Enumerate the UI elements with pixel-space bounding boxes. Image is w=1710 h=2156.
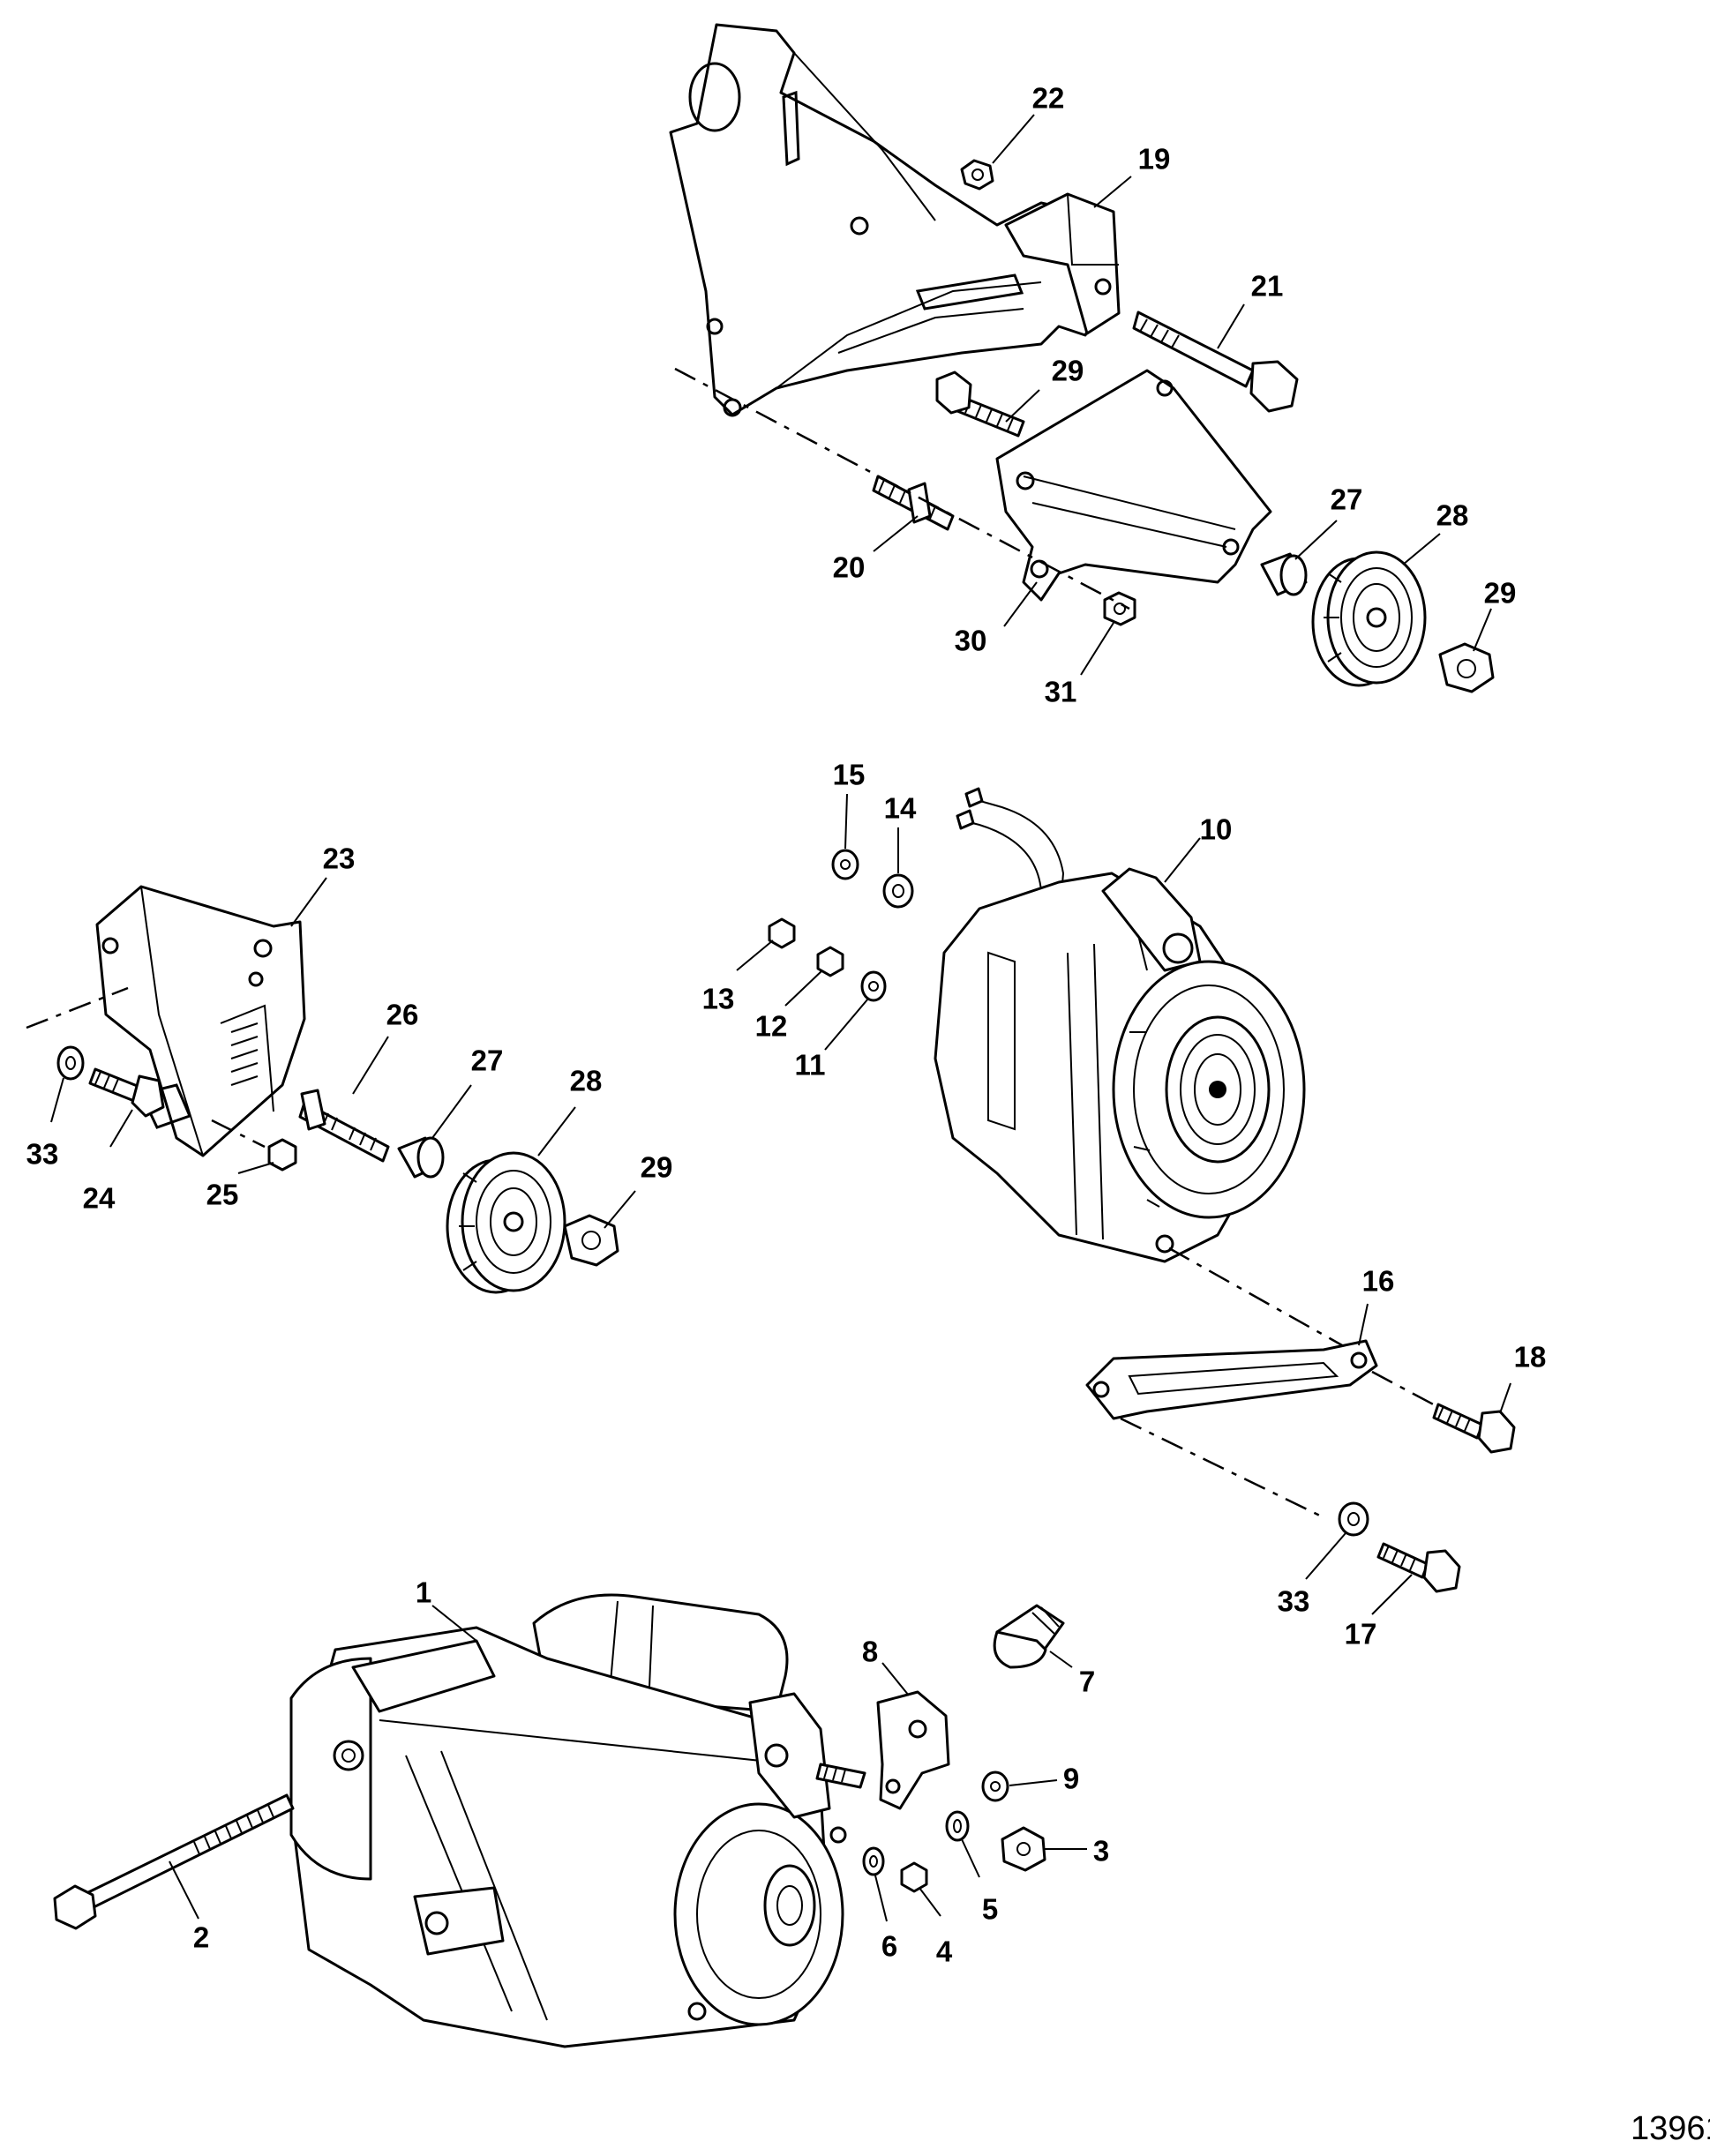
callout-26: 26 — [386, 998, 419, 1031]
spacer-27-upper — [1260, 552, 1308, 596]
bracket-23 — [95, 885, 306, 1157]
callout-4: 4 — [935, 1935, 953, 1968]
centerline-left-2 — [211, 1119, 266, 1149]
lock-washer-6 — [862, 1846, 885, 1876]
tensioner-bracket-30 — [995, 369, 1272, 602]
washer-9 — [981, 1770, 1009, 1802]
lock-washer-5 — [945, 1810, 970, 1842]
adjusting-strap-16 — [1085, 1339, 1378, 1420]
centerline-strap — [1371, 1370, 1439, 1409]
callout-5: 5 — [981, 1892, 999, 1926]
callout-12: 12 — [754, 1009, 788, 1043]
nut-4 — [900, 1861, 928, 1893]
callout-17: 17 — [1344, 1617, 1377, 1651]
callout-18: 18 — [1513, 1340, 1547, 1374]
callout-19: 19 — [1137, 142, 1171, 176]
callout-6: 6 — [881, 1929, 898, 1963]
bolt-32 — [935, 371, 1025, 438]
callout-21: 21 — [1250, 269, 1284, 303]
callout-7: 7 — [1078, 1665, 1096, 1698]
nut-12 — [816, 946, 844, 977]
nut-13 — [768, 917, 796, 949]
callout-23: 23 — [322, 842, 356, 875]
callout-33-right: 33 — [1277, 1584, 1310, 1618]
callout-32: 29 — [1051, 354, 1084, 387]
nut-3 — [1001, 1826, 1046, 1872]
washer-14 — [882, 873, 914, 909]
callout-8: 8 — [861, 1635, 879, 1668]
washer-33-right — [1338, 1501, 1369, 1537]
callout-9: 9 — [1062, 1762, 1080, 1795]
centerline-alternator — [1168, 1246, 1351, 1351]
nut-22 — [960, 159, 994, 191]
idler-pulley-28-left — [446, 1151, 566, 1294]
callout-24: 24 — [82, 1181, 116, 1215]
washer-15 — [831, 849, 859, 880]
washer-11 — [860, 970, 887, 1002]
idler-pulley-28-upper — [1311, 550, 1427, 687]
starter-motor-1 — [289, 1593, 847, 2048]
centerline-strap-2 — [1120, 1417, 1324, 1519]
callout-29-left: 29 — [640, 1150, 673, 1184]
callout-22: 22 — [1031, 81, 1065, 115]
callout-2: 2 — [192, 1920, 210, 1954]
nut-25 — [267, 1138, 297, 1172]
callout-3: 3 — [1092, 1834, 1110, 1868]
callout-20: 20 — [832, 550, 866, 584]
bracket-19 — [1004, 192, 1121, 335]
callout-10: 10 — [1199, 812, 1233, 846]
callout-28-left: 28 — [569, 1064, 603, 1097]
stud-20 — [872, 475, 955, 531]
bolt-21 — [1132, 311, 1299, 413]
alternator-10 — [934, 787, 1306, 1263]
callout-15: 15 — [832, 758, 866, 791]
callout-11: 11 — [794, 1048, 826, 1082]
leader-lines — [50, 114, 1511, 1922]
callout-29-upper: 29 — [1483, 576, 1517, 610]
stud-26 — [298, 1089, 390, 1163]
callout-31: 31 — [1044, 675, 1077, 708]
centerline-upper — [674, 367, 1130, 610]
bolt-17 — [1376, 1542, 1461, 1593]
terminal-7 — [993, 1604, 1065, 1669]
bolt-18 — [1432, 1403, 1516, 1454]
terminal-boot-8 — [876, 1690, 950, 1810]
nut-29-upper — [1438, 642, 1495, 693]
callout-14: 14 — [883, 791, 917, 825]
figure-number: 13961 — [1631, 2110, 1710, 2147]
callout-16: 16 — [1361, 1264, 1395, 1298]
callout-25: 25 — [206, 1178, 239, 1211]
callout-1: 1 — [415, 1576, 432, 1609]
solenoid-stud — [815, 1763, 866, 1789]
long-bolt-2 — [53, 1793, 295, 1930]
centerline-left — [26, 986, 129, 1029]
washer-33-left — [56, 1045, 85, 1081]
callout-33-left: 33 — [26, 1137, 59, 1171]
bolt-24 — [88, 1067, 165, 1118]
callout-27-left: 27 — [470, 1044, 504, 1077]
nut-29-left — [563, 1214, 619, 1267]
callout-28-upper: 28 — [1436, 498, 1469, 532]
callout-27-upper: 27 — [1330, 483, 1363, 516]
spacer-27-left — [397, 1136, 445, 1179]
callout-13: 13 — [701, 982, 735, 1015]
callout-30: 30 — [954, 624, 987, 657]
